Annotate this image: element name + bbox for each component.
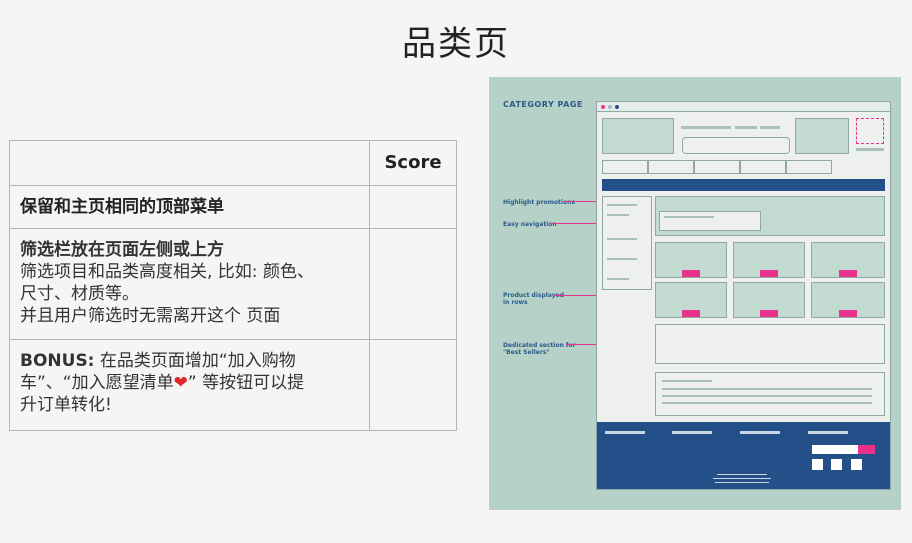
criteria-cell: 保留和主页相同的顶部菜单 <box>9 185 370 229</box>
text-line <box>662 395 872 397</box>
window-dot-icon <box>608 105 612 109</box>
table-row: BONUS: 在品类页面增加“加入购物 车”、“加入愿望清单❤” 等按钮可以提 … <box>9 339 457 431</box>
footer-line <box>717 474 767 475</box>
text-block <box>655 372 885 416</box>
text-line <box>662 380 712 382</box>
annotation-bestsellers-1: Dedicated section for <box>503 342 576 349</box>
footer-line <box>715 482 769 483</box>
highlight-line <box>664 216 714 218</box>
bonus-text: 车”、“加入愿望清单 <box>20 373 174 393</box>
footer-link <box>808 431 848 434</box>
add-to-cart-button <box>760 310 778 317</box>
criteria-text: 并且用户筛选时无需离开这个 页面 <box>20 306 281 326</box>
score-table: Score 保留和主页相同的顶部菜单 筛选栏放在页面左侧或上方 筛选项目和品类高… <box>9 140 457 431</box>
connector-line <box>551 223 625 224</box>
nav-item <box>602 160 648 174</box>
annotation-bestsellers-2: "Best Sellers" <box>503 349 550 356</box>
bonus-text: 升订单转化! <box>20 395 112 415</box>
header-empty-cell <box>9 140 370 186</box>
text-line <box>662 402 872 404</box>
footer-link <box>740 431 780 434</box>
category-page-wireframe: CATEGORY PAGE Highlight promotions Easy … <box>489 77 901 510</box>
nav-item <box>648 160 694 174</box>
cart-placeholder <box>856 118 884 144</box>
highlight-card <box>659 211 761 231</box>
add-to-cart-button <box>839 270 857 277</box>
nav-item <box>786 160 832 174</box>
search-box <box>682 137 790 154</box>
filter-line <box>607 214 629 216</box>
best-sellers-section <box>655 324 885 364</box>
heart-icon: ❤ <box>173 373 188 393</box>
table-row: 筛选栏放在页面左侧或上方 筛选项目和品类高度相关, 比如: 颜色、 尺寸、材质等… <box>9 228 457 340</box>
menu-line <box>760 126 780 129</box>
bonus-label: BONUS: <box>20 351 95 371</box>
product-card <box>655 282 727 318</box>
header-block <box>795 118 849 154</box>
filter-line <box>607 204 637 206</box>
wireframe-page <box>596 101 891 490</box>
filter-line <box>607 238 637 240</box>
logo-block <box>602 118 674 154</box>
page-title: 品类页 <box>402 24 510 64</box>
newsletter-input <box>812 445 858 454</box>
table-row: 保留和主页相同的顶部菜单 <box>9 185 457 229</box>
annotation-products-2: in rows <box>503 299 528 306</box>
add-to-cart-button <box>839 310 857 317</box>
bonus-text: 在品类页面增加“加入购物 <box>94 351 296 371</box>
wireframe-title: CATEGORY PAGE <box>503 100 583 109</box>
bonus-text: ” 等按钮可以提 <box>187 373 305 393</box>
newsletter-button <box>858 445 875 454</box>
filter-sidebar <box>602 196 652 290</box>
criteria-cell: 筛选栏放在页面左侧或上方 筛选项目和品类高度相关, 比如: 颜色、 尺寸、材质等… <box>9 228 370 340</box>
score-cell <box>369 185 457 229</box>
annotation-nav: Easy navigation <box>503 221 557 228</box>
annotation-highlight: Highlight promotions <box>503 199 575 206</box>
filter-line <box>607 258 637 260</box>
criteria-heading: 筛选栏放在页面左侧或上方 <box>20 240 224 260</box>
menu-line <box>681 126 731 129</box>
cart-line <box>856 148 884 151</box>
criteria-cell: BONUS: 在品类页面增加“加入购物 车”、“加入愿望清单❤” 等按钮可以提 … <box>9 339 370 431</box>
nav-item <box>740 160 786 174</box>
browser-bar <box>597 102 890 112</box>
nav-item <box>694 160 740 174</box>
add-to-cart-button <box>760 270 778 277</box>
annotation-products-1: Product displayed <box>503 292 564 299</box>
window-dot-icon <box>601 105 605 109</box>
filter-line <box>607 278 629 280</box>
promo-banner <box>602 179 885 191</box>
social-icon <box>831 459 842 470</box>
footer-link <box>605 431 645 434</box>
footer-link <box>672 431 712 434</box>
window-dot-icon <box>615 105 619 109</box>
criteria-text: 筛选项目和品类高度相关, 比如: 颜色、 <box>20 262 314 282</box>
score-cell <box>369 228 457 340</box>
social-icon <box>851 459 862 470</box>
score-header: Score <box>369 140 457 186</box>
add-to-cart-button <box>682 270 700 277</box>
menu-line <box>735 126 757 129</box>
criteria-text: 尺寸、材质等。 <box>20 284 139 304</box>
social-icon <box>812 459 823 470</box>
table-header-row: Score <box>9 140 457 186</box>
text-line <box>662 388 872 390</box>
add-to-cart-button <box>682 310 700 317</box>
criteria-heading: 保留和主页相同的顶部菜单 <box>20 197 224 217</box>
footer-line <box>713 478 771 479</box>
score-cell <box>369 339 457 431</box>
